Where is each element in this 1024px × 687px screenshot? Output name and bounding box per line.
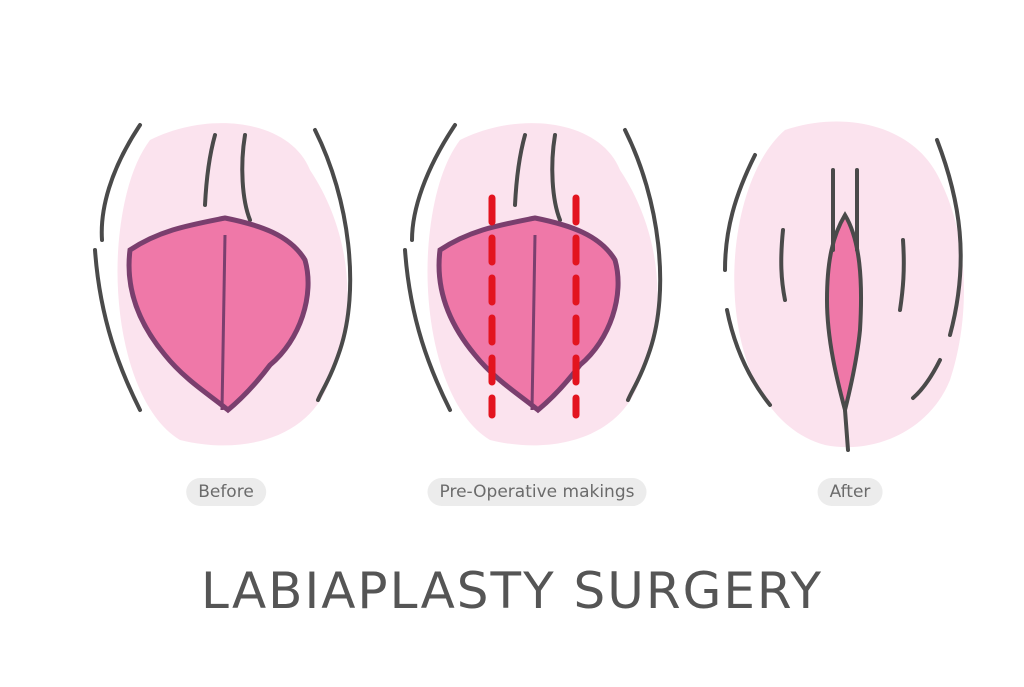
before-label: Before	[186, 478, 266, 506]
pre-op-diagram	[403, 123, 663, 446]
diagram-title: LABIAPLASTY SURGERY	[200, 562, 824, 620]
after-diagram	[723, 121, 964, 452]
before-illustration	[90, 110, 370, 460]
pre-op-label: Pre-Operative makings	[427, 478, 647, 506]
after-label: After	[817, 478, 883, 506]
pre-op-illustration	[400, 110, 680, 460]
after-illustration	[715, 110, 985, 460]
before-diagram	[93, 123, 353, 446]
